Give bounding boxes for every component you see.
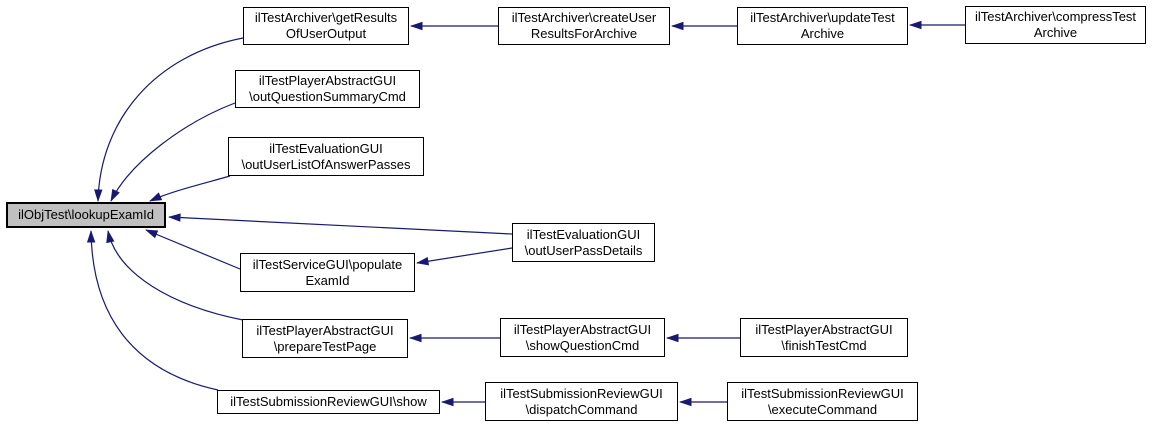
node-prepare-test-page[interactable]: ilTestPlayerAbstractGUI \prepareTestPage	[242, 319, 408, 358]
node-label-line: ilTestPlayerAbstractGUI	[755, 321, 893, 337]
node-dispatch-command[interactable]: ilTestSubmissionReviewGUI \dispatchComma…	[485, 382, 678, 421]
node-label-line: ilTestPlayerAbstractGUI	[513, 321, 652, 337]
node-label-line: ResultsForArchive	[530, 26, 638, 41]
edge-prepare-to-lookup	[106, 230, 244, 321]
node-label-line: ilTestSubmissionReviewGUI	[500, 385, 663, 401]
node-label-line: ilTestEvaluationGUI	[526, 226, 641, 242]
node-submission-review-show[interactable]: ilTestSubmissionReviewGUI\show	[217, 390, 440, 414]
node-out-user-pass-details[interactable]: ilTestEvaluationGUI \outUserPassDetails	[512, 223, 655, 262]
node-label-line: \dispatchCommand	[525, 401, 638, 417]
node-get-results-of-user-output[interactable]: ilTestArchiver\getResults OfUserOutput	[243, 7, 409, 45]
edge-populate-to-lookup	[145, 229, 241, 270]
node-out-question-summary-cmd[interactable]: ilTestPlayerAbstractGUI \outQuestionSumm…	[235, 70, 420, 108]
node-label-line: \showQuestionCmd	[525, 337, 640, 353]
node-execute-command[interactable]: ilTestSubmissionReviewGUI \executeComman…	[727, 382, 918, 421]
node-label-line: ilTestArchiver\compressTest	[974, 9, 1137, 24]
node-label-line: \executeCommand	[767, 401, 878, 417]
node-label-line: \outUserPassDetails	[524, 242, 643, 258]
node-lookup-exam-id: ilObjTest\lookupExamId	[6, 202, 166, 228]
node-label-line: ExamId	[305, 272, 350, 288]
node-show-question-cmd[interactable]: ilTestPlayerAbstractGUI \showQuestionCmd	[500, 318, 665, 357]
node-label-line: ilTestServiceGUI\populate	[252, 256, 403, 272]
node-update-test-archive[interactable]: ilTestArchiver\updateTest Archive	[737, 7, 908, 45]
node-label-line: Archive	[800, 26, 845, 41]
node-label-line: ilTestArchiver\updateTest	[750, 10, 895, 25]
edge-out-user-list-to-lookup	[149, 175, 231, 202]
node-label-line: Archive	[1033, 25, 1078, 40]
node-label-line: ilTestPlayerAbstractGUI	[258, 73, 397, 88]
edge-out-question-to-lookup	[110, 102, 236, 202]
node-label-line: \prepareTestPage	[273, 338, 377, 354]
node-label-line: ilTestArchiver\getResults	[254, 10, 398, 25]
node-label-line: ilTestArchiver\createUser	[511, 10, 657, 25]
node-label-line: \outUserListOfAnswerPasses	[241, 156, 411, 172]
node-populate-exam-id[interactable]: ilTestServiceGUI\populate ExamId	[240, 253, 415, 292]
edge-show-to-lookup	[86, 230, 219, 391]
node-label-line: \outQuestionSummaryCmd	[249, 89, 406, 104]
node-label-line: ilTestSubmissionReviewGUI\show	[230, 394, 427, 409]
edge-out-user-pass-to-lookup	[168, 213, 513, 235]
node-finish-test-cmd[interactable]: ilTestPlayerAbstractGUI \finishTestCmd	[740, 318, 908, 357]
node-create-user-results-for-archive[interactable]: ilTestArchiver\createUser ResultsForArch…	[498, 7, 670, 45]
node-label-line: \finishTestCmd	[781, 337, 867, 353]
edge-get-results-to-lookup	[94, 37, 244, 202]
node-label-line: ilTestPlayerAbstractGUI	[256, 322, 394, 338]
node-label-line: ilTestSubmissionReviewGUI	[741, 385, 904, 401]
node-label-line: ilTestEvaluationGUI	[269, 140, 383, 156]
node-label-line: OfUserOutput	[285, 26, 367, 41]
node-compress-test-archive[interactable]: ilTestArchiver\compressTest Archive	[965, 6, 1146, 44]
node-label-line: ilObjTest\lookupExamId	[18, 207, 154, 222]
edge-out-user-pass-to-populate	[416, 247, 513, 266]
node-out-user-list-of-answer-passes[interactable]: ilTestEvaluationGUI \outUserListOfAnswer…	[228, 137, 424, 176]
